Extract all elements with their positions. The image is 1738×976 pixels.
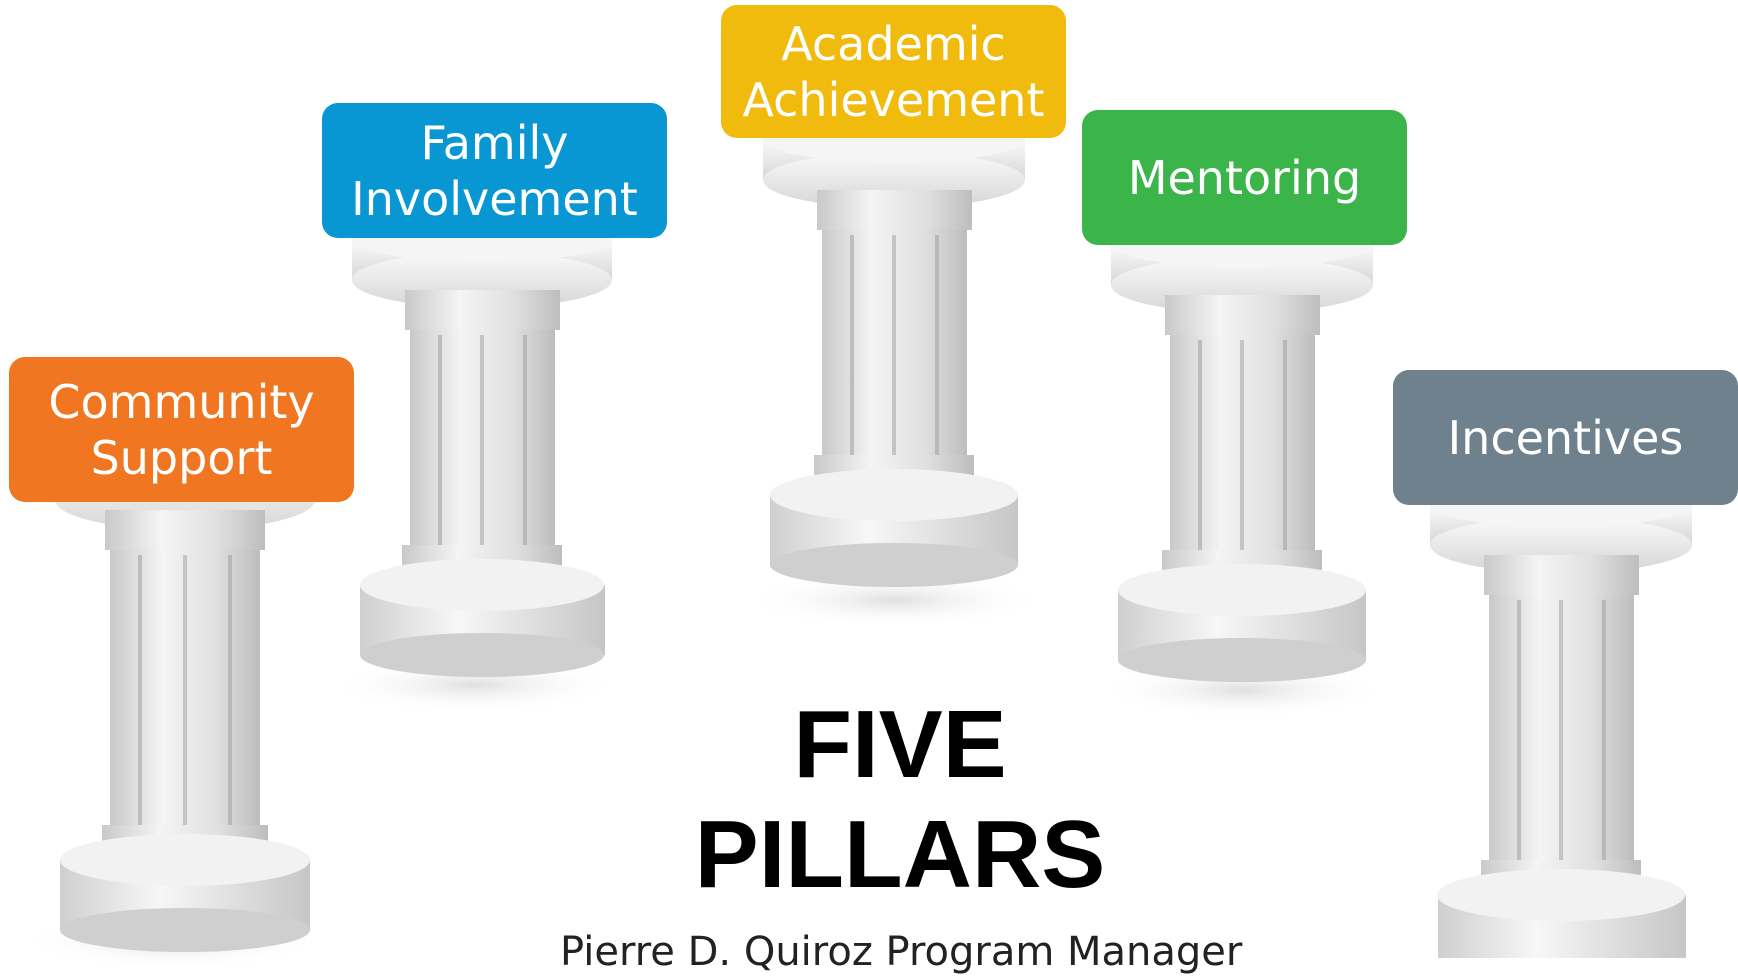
pillar-column-image <box>1430 483 1692 958</box>
pillar-column-image <box>1098 223 1388 718</box>
label-line1: Incentives <box>1447 410 1684 465</box>
label-line2: Involvement <box>351 171 638 226</box>
pillar-label-mentoring: Mentoring <box>1082 110 1407 245</box>
title-line2: PILLARS <box>694 801 1106 908</box>
label-line1: Academic <box>781 16 1006 71</box>
label-line1: Mentoring <box>1127 150 1362 205</box>
pillar-label-incentives: Incentives <box>1393 370 1738 505</box>
pillar-label-family-involvement: Family Involvement <box>322 103 667 238</box>
pillar-column-image <box>22 438 322 970</box>
pillar-label-academic-achievement: Academic Achievement <box>721 5 1066 138</box>
label-line2: Achievement <box>742 72 1045 127</box>
pillar-column-image <box>330 218 620 713</box>
pillar-label-community-support: Community Support <box>9 357 354 502</box>
pillar-incentives <box>1420 475 1710 958</box>
pillar-academic-achievement <box>745 110 1045 628</box>
title-line1: FIVE <box>793 691 1007 798</box>
label-line2: Support <box>90 430 273 485</box>
pillar-family-involvement <box>330 215 620 713</box>
label-line1: Family <box>420 115 569 170</box>
label-line1: Community <box>48 374 315 429</box>
pillar-community-support <box>22 438 330 970</box>
pillar-mentoring <box>1098 220 1388 718</box>
slide-title: FIVE PILLARS <box>690 690 1110 910</box>
pillar-column-image <box>745 118 1045 628</box>
slide-subtitle: Pierre D. Quiroz Program Manager <box>560 929 1243 975</box>
